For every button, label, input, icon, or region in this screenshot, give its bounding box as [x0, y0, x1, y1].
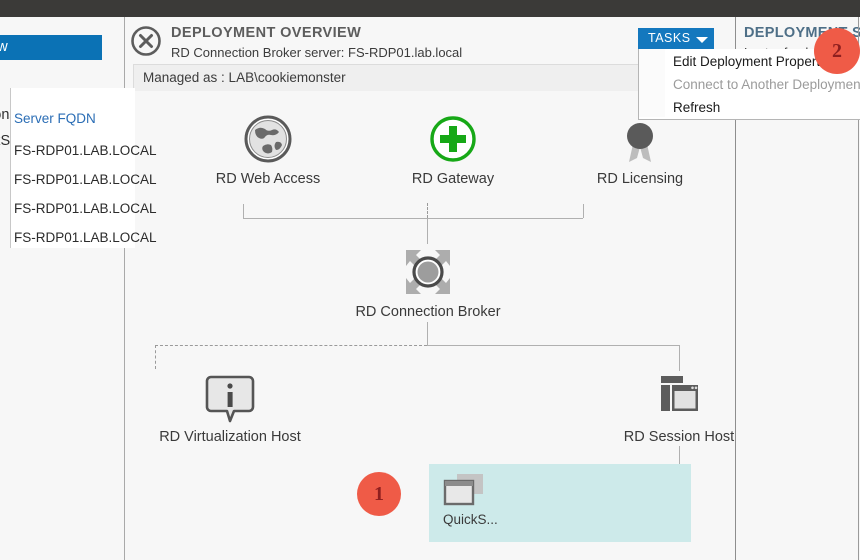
sidebar-item-overview[interactable]: iew [0, 35, 102, 60]
connector-licensing-stub [583, 204, 584, 218]
node-rd-virtualization-host[interactable]: RD Virtualization Host [80, 371, 380, 445]
node-rd-web-access[interactable]: RD Web Access [193, 113, 343, 187]
globe-icon [244, 115, 292, 163]
menu-item-label: Edit Deployment Properties [673, 54, 838, 69]
tasks-button-label: TASKS [648, 31, 691, 45]
table-row[interactable]: FS-RDP01.LAB.LOCAL [14, 201, 157, 216]
collection-label: QuickS... [443, 512, 498, 527]
connector-session-bracket [427, 345, 679, 346]
table-row[interactable]: FS-RDP01.LAB.LOCAL [14, 143, 157, 158]
connector-top-bracket [243, 218, 583, 219]
award-ribbon-icon [627, 123, 653, 162]
sidebar-item-label: iew [0, 39, 8, 55]
menu-item-label: Connect to Another Deployment [673, 77, 860, 92]
menu-item-refresh[interactable]: Refresh [665, 97, 860, 119]
node-label: RD Web Access [215, 171, 321, 187]
node-label: RD Gateway [411, 171, 495, 187]
connector-gateway-dashed-stub [427, 203, 428, 218]
node-rd-gateway[interactable]: RD Gateway [378, 113, 528, 187]
node-label: RD Virtualization Host [159, 429, 301, 445]
deployment-overview-pane: DEPLOYMENT OVERVIEW RD Connection Broker… [125, 17, 736, 560]
node-label: RD Session Host [623, 429, 735, 445]
connector-web-stub [243, 204, 244, 218]
node-label: RD Licensing [596, 171, 684, 187]
menu-item-connect-to-another-deployment: Connect to Another Deployment [665, 74, 860, 96]
windows-stack-icon [661, 376, 698, 411]
title-bar [0, 0, 860, 17]
managed-as-text: Managed as : LAB\cookiemonster [143, 70, 346, 85]
menu-item-edit-deployment-properties[interactable]: Edit Deployment Properties [665, 51, 860, 73]
annotation-number: 2 [832, 39, 842, 62]
servers-table [10, 88, 135, 248]
connector-broker-down [427, 322, 428, 345]
deployment-overview-icon [131, 26, 161, 56]
node-label: RD Connection Broker [355, 304, 501, 320]
managed-as-bar: Managed as : LAB\cookiemonster [133, 64, 729, 93]
table-row[interactable]: FS-RDP01.LAB.LOCAL [14, 172, 157, 187]
collection-quicksessioncollection[interactable]: QuickS... [429, 464, 691, 542]
right-edge-border [858, 17, 859, 560]
node-rd-session-host[interactable]: RD Session Host [529, 371, 829, 445]
page-subtitle: RD Connection Broker server: FS-RDP01.la… [171, 45, 463, 60]
table-row[interactable]: FS-RDP01.LAB.LOCAL [14, 230, 157, 245]
connector-session-stub [679, 345, 680, 371]
annotation-number: 1 [374, 482, 384, 505]
menu-icon-gutter [639, 49, 665, 117]
tasks-button[interactable]: TASKS [638, 28, 714, 49]
connector-virt-dashed-stub [155, 345, 156, 369]
node-rd-connection-broker[interactable]: RD Connection Broker [353, 246, 503, 320]
connector-session-to-collection [679, 446, 680, 464]
column-header-server-fqdn[interactable]: Server FQDN [14, 111, 96, 126]
chevron-down-icon [696, 37, 708, 43]
node-rd-licensing[interactable]: RD Licensing [565, 113, 715, 187]
connector-virt-dashed [155, 345, 427, 346]
info-bubble-icon [205, 375, 255, 423]
broker-arrows-icon [406, 250, 450, 294]
menu-item-label: Refresh [673, 100, 721, 115]
green-plus-circle-icon [430, 116, 476, 162]
annotation-badge-2: 2 [814, 28, 860, 74]
collection-windows-icon [443, 474, 483, 506]
deployment-diagram: RD Web Access RD Gateway RD Licensing [133, 91, 734, 552]
annotation-badge-1: 1 [357, 472, 401, 516]
connector-down-to-broker [427, 218, 428, 244]
page-title: DEPLOYMENT OVERVIEW [171, 25, 362, 41]
